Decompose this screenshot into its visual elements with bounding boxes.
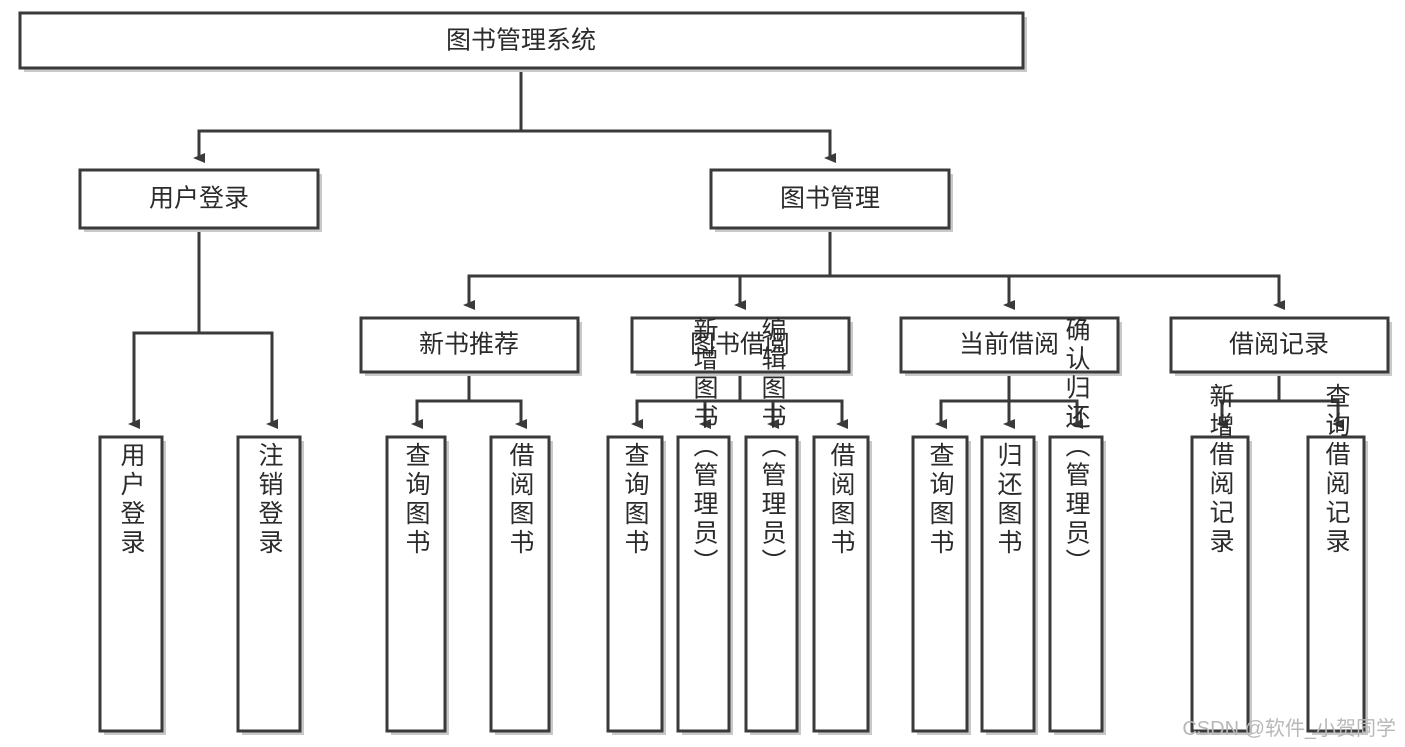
node-leaf-query-record-box [1306, 435, 1366, 733]
node-leaf-query-book-1-label: 查询图书 [402, 442, 431, 558]
node-leaf-query-record-label: 查询借阅记录 [1322, 383, 1351, 557]
node-leaf-borrow-book-1-label: 借阅图书 [506, 442, 535, 558]
node-leaf-borrow-book-1[interactable]: 借阅图书 [489, 435, 553, 735]
node-new-book-rec-box [359, 316, 580, 374]
edge-group-book-manage [463, 230, 1285, 310]
node-leaf-return-book-box [980, 435, 1036, 733]
node-leaf-query-book-3-box [911, 435, 969, 733]
node-leaf-query-book-2-box [606, 435, 664, 733]
node-book-manage-box [709, 168, 951, 230]
node-current-borrow-box [899, 316, 1120, 374]
node-leaf-edit-book-box [744, 435, 799, 733]
node-leaf-return-book[interactable]: 归还图书 [980, 435, 1038, 735]
node-leaf-borrow-book-2-label: 借阅图书 [827, 442, 856, 558]
edge-group-new-book-rec [411, 371, 527, 429]
node-leaf-borrow-book-2[interactable]: 借阅图书 [812, 435, 872, 735]
node-leaf-user-login-label: 用户登录 [117, 442, 146, 558]
node-book-manage-label: 图书管理 [780, 185, 880, 213]
node-root-label: 图书管理系统 [446, 27, 596, 55]
edge-group-user-login [128, 230, 278, 429]
edge-group-borrow-record [1216, 371, 1344, 429]
node-leaf-add-record-label: 新增借阅记录 [1206, 383, 1235, 557]
node-leaf-add-book-box [676, 435, 731, 733]
node-root[interactable]: 图书管理系统 [18, 11, 1027, 72]
node-new-book-rec-label: 新书推荐 [419, 331, 519, 359]
node-leaf-add-record-box [1190, 435, 1250, 733]
node-leaf-borrow-book-2-box [812, 435, 870, 733]
node-book-manage[interactable]: 图书管理 [709, 168, 953, 232]
node-leaf-query-book-3-label: 查询图书 [926, 442, 955, 558]
node-user-login-label: 用户登录 [149, 185, 249, 213]
node-leaf-edit-book[interactable]: 编辑图书（管理员） [744, 317, 801, 736]
watermark-label: CSDN @软件_小贺同学 [1182, 717, 1396, 740]
node-leaf-add-book-label: 新增图书（管理员） [690, 317, 719, 578]
node-leaf-user-login-box [98, 435, 164, 733]
node-leaf-query-book-2[interactable]: 查询图书 [606, 435, 666, 735]
node-leaf-edit-book-label: 编辑图书（管理员） [758, 317, 787, 578]
edge-group-current-borrow [935, 371, 1083, 429]
node-leaf-logout-box [236, 435, 302, 733]
node-leaf-query-book-1-box [385, 435, 447, 733]
node-leaf-confirm-return[interactable]: 确认归还（管理员） [1048, 317, 1106, 736]
node-borrow-record[interactable]: 借阅记录 [1169, 316, 1392, 376]
node-leaf-logout[interactable]: 注销登录 [236, 435, 304, 735]
node-user-login-box [78, 168, 320, 230]
node-leaf-add-book[interactable]: 新增图书（管理员） [676, 317, 733, 736]
node-leaf-borrow-book-1-box [489, 435, 551, 733]
node-leaf-return-book-label: 归还图书 [994, 442, 1023, 558]
node-leaf-user-login[interactable]: 用户登录 [98, 435, 166, 735]
edge-group-root [193, 66, 836, 163]
node-leaf-query-record[interactable]: 查询借阅记录 [1306, 383, 1368, 735]
node-leaf-confirm-return-label: 确认归还（管理员） [1062, 317, 1091, 578]
node-leaf-query-book-1[interactable]: 查询图书 [385, 435, 449, 735]
node-borrow-record-label: 借阅记录 [1229, 331, 1329, 359]
edge-group-book-borrow [631, 371, 848, 429]
node-current-borrow[interactable]: 当前借阅 [899, 316, 1122, 376]
node-leaf-query-book-2-label: 查询图书 [621, 442, 650, 558]
node-leaf-add-record[interactable]: 新增借阅记录 [1190, 383, 1252, 735]
node-new-book-rec[interactable]: 新书推荐 [359, 316, 582, 376]
node-borrow-record-box [1169, 316, 1390, 374]
node-root-box [18, 11, 1025, 70]
node-leaf-confirm-return-box [1048, 435, 1104, 733]
node-leaf-logout-label: 注销登录 [255, 442, 284, 558]
node-current-borrow-label: 当前借阅 [959, 331, 1059, 359]
node-book-borrow[interactable]: 图书借阅 [630, 316, 853, 376]
node-user-login[interactable]: 用户登录 [78, 168, 322, 232]
node-leaf-query-book-3[interactable]: 查询图书 [911, 435, 971, 735]
node-book-borrow-box [630, 316, 851, 374]
node-book-borrow-label: 图书借阅 [690, 331, 790, 359]
